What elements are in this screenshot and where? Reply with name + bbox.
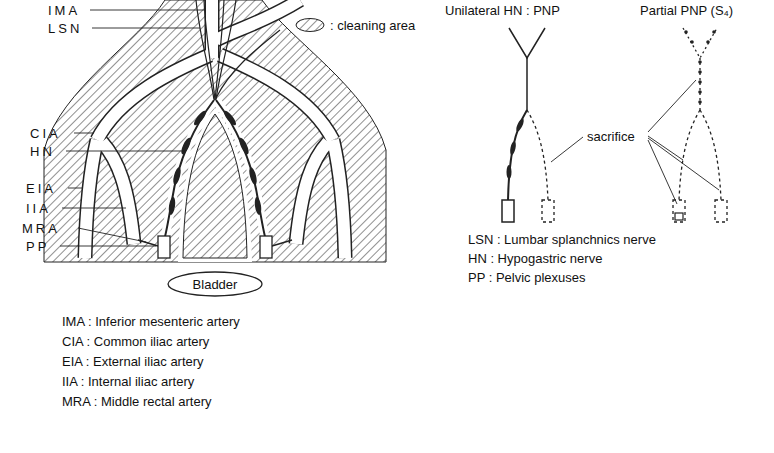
callout-label: IMA [48, 3, 80, 18]
panel-heading: Unilateral HN : PNP [445, 3, 560, 18]
abbreviation-key: HN : Hypogastric nerve [468, 251, 602, 266]
callout-label: CIA [30, 126, 61, 141]
legend-text: : cleaning area [330, 18, 415, 33]
callout-label: HN [30, 144, 55, 159]
callout-label: EIA [26, 181, 56, 196]
callout-label: LSN [48, 21, 82, 36]
abbreviation-key: EIA : External iliac artery [62, 354, 204, 369]
callout-label: MRA [22, 221, 60, 236]
organ-outline: Bladder [167, 271, 263, 297]
legend-item: : cleaning area [294, 17, 415, 33]
panel-heading: Partial PNP (S₄) [640, 3, 733, 18]
organ-label: Bladder [167, 277, 263, 292]
abbreviation-key: LSN : Lumbar splanchnics nerve [468, 232, 656, 247]
callout-label: sacrifice [587, 129, 635, 144]
abbreviation-key: PP : Pelvic plexuses [468, 270, 586, 285]
callout-label: IIA [26, 201, 51, 216]
abbreviation-key: IIA : Internal iliac artery [62, 374, 194, 389]
abbreviation-key: MRA : Middle rectal artery [62, 394, 212, 409]
abbreviation-key: IMA : Inferior mesenteric artery [62, 314, 240, 329]
abbreviation-key: CIA : Common iliac artery [62, 334, 209, 349]
legend-swatch [294, 17, 326, 33]
callout-label: PP [26, 239, 49, 254]
